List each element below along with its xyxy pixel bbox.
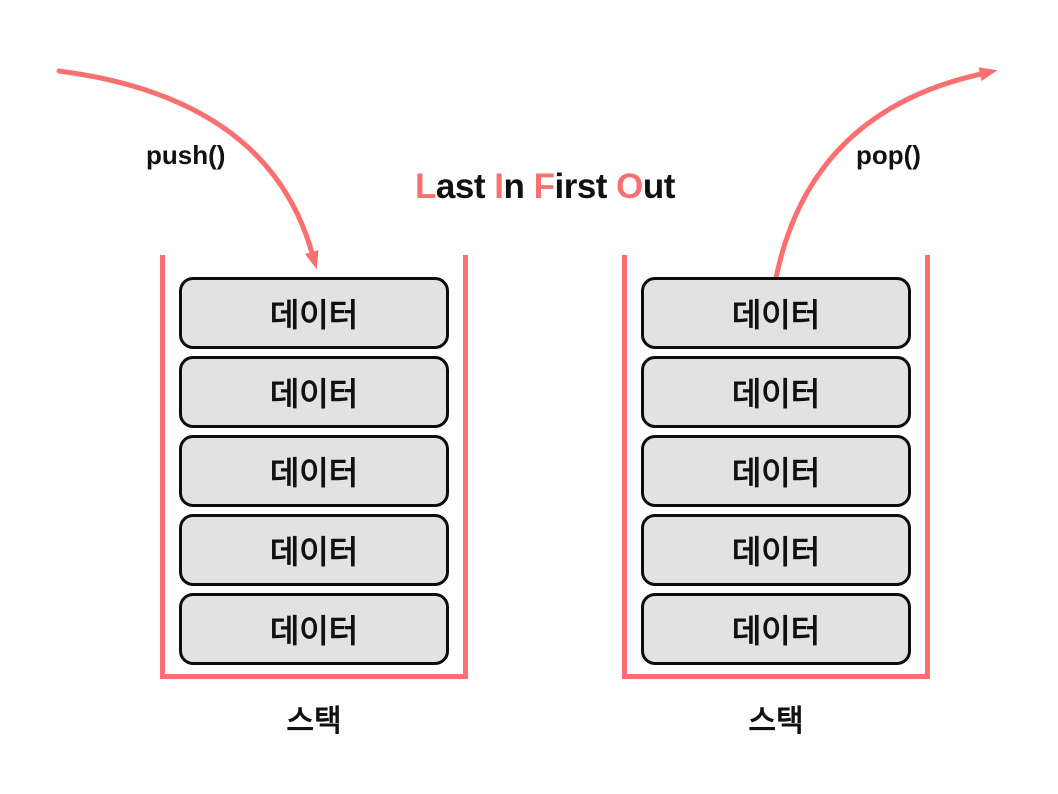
stack-item: 데이터 — [179, 277, 449, 349]
title-text: n — [503, 167, 534, 206]
stack-item: 데이터 — [641, 593, 911, 665]
stack-item: 데이터 — [179, 514, 449, 586]
diagram-title: Last In First Out — [415, 167, 675, 207]
push-label: push() — [146, 140, 226, 170]
stack-container-pop: 데이터 데이터 데이터 데이터 데이터 — [622, 255, 930, 679]
title-text: ast — [435, 167, 495, 206]
pop-arrow-icon — [773, 67, 998, 281]
stack-label-right: 스택 — [748, 705, 804, 738]
title-text: irst — [554, 167, 617, 206]
title-letter-F: F — [533, 167, 555, 206]
stack-item: 데이터 — [179, 435, 449, 507]
stack-item: 데이터 — [641, 277, 911, 349]
pop-label: pop() — [856, 140, 921, 170]
title-letter-I: I — [494, 167, 504, 206]
stack-label-left: 스택 — [286, 705, 342, 738]
title-letter-L: L — [415, 167, 436, 206]
title-text: ut — [642, 167, 676, 206]
stack-item: 데이터 — [641, 435, 911, 507]
title-letter-O: O — [616, 167, 643, 206]
stack-item: 데이터 — [641, 514, 911, 586]
stack-item: 데이터 — [641, 356, 911, 428]
stack-item: 데이터 — [179, 593, 449, 665]
stack-container-push: 데이터 데이터 데이터 데이터 데이터 — [160, 255, 468, 679]
stack-item: 데이터 — [179, 356, 449, 428]
